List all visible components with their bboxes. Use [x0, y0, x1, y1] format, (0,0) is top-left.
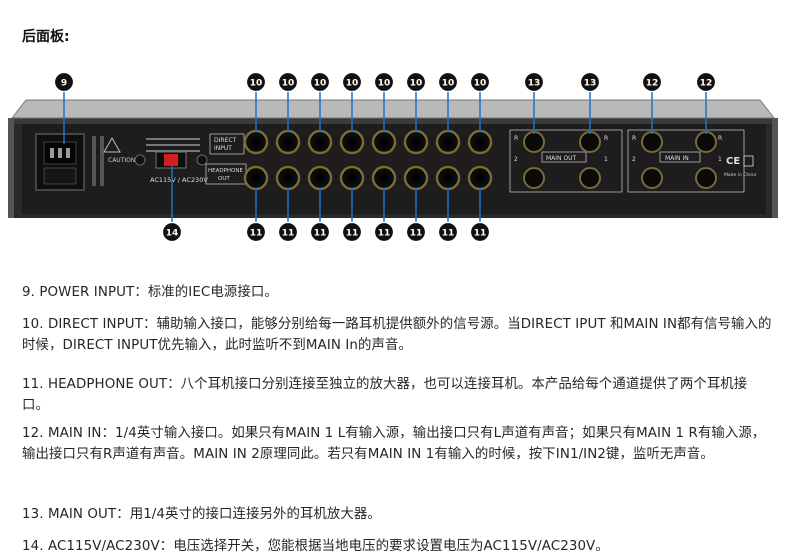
svg-text:CE: CE	[726, 156, 740, 167]
main-out-jack	[523, 131, 545, 153]
callout-badge-11: 11	[277, 221, 299, 243]
description-9: 9. POWER INPUT：标准的IEC电源接口。	[22, 285, 278, 300]
callout-number: 11	[314, 229, 327, 239]
main-out-label: MAIN OUT	[546, 155, 577, 162]
callout-badge-10: 10	[309, 71, 331, 93]
main-in-label: MAIN IN	[665, 155, 689, 162]
svg-text:HEADPHONE: HEADPHONE	[208, 168, 244, 174]
main-out-block: R R 2 1 MAIN OUT	[509, 129, 623, 193]
callout-number: 11	[474, 229, 487, 239]
callout-badge-11: 11	[405, 221, 427, 243]
description-12: 12. MAIN IN：1/4英寸输入接口。如果只有MAIN 1 L有输入源，输…	[22, 426, 766, 462]
callout-badge-9: 9	[53, 71, 75, 93]
callout-number: 9	[61, 79, 67, 89]
main-out-jack	[579, 131, 601, 153]
callout-badge-11: 11	[341, 221, 363, 243]
svg-text:R: R	[632, 135, 636, 142]
callout-number: 11	[442, 229, 455, 239]
callout-badge-10: 10	[277, 71, 299, 93]
callout-badge-10: 10	[341, 71, 363, 93]
main-in-jack	[695, 131, 717, 153]
main-out-jack	[579, 167, 601, 189]
svg-text:INPUT: INPUT	[214, 145, 232, 152]
callout-badge-12: 12	[695, 71, 717, 93]
callout-badge-11: 11	[437, 221, 459, 243]
callout-badge-11: 11	[373, 221, 395, 243]
callout-badge-13: 13	[579, 71, 601, 93]
callout-badge-11: 11	[309, 221, 331, 243]
callout-badge-10: 10	[437, 71, 459, 93]
rear-panel-figure: CAUTION AC115V / AC230V DIRECT INPUT HEA…	[8, 71, 778, 243]
svg-text:2: 2	[632, 156, 636, 163]
voltage-label: AC115V / AC230V	[150, 176, 208, 184]
callout-badge-13: 13	[523, 71, 545, 93]
svg-text:DIRECT: DIRECT	[214, 137, 237, 144]
section-heading: 后面板:	[22, 29, 70, 45]
callout-number: 10	[442, 79, 455, 89]
callout-badge-10: 10	[469, 71, 491, 93]
callout-badge-12: 12	[641, 71, 663, 93]
warning-text-block: CAUTION	[92, 136, 200, 186]
svg-text:R: R	[718, 135, 722, 142]
callout-number: 12	[646, 79, 659, 89]
callout-number: 10	[474, 79, 487, 89]
svg-text:OUT: OUT	[218, 176, 230, 182]
callout-number: 13	[584, 79, 597, 89]
callout-badge-10: 10	[373, 71, 395, 93]
callout-badge-10: 10	[245, 71, 267, 93]
description-10: 10. DIRECT INPUT：辅助输入接口，能够分别给每一路耳机提供额外的信…	[22, 317, 772, 353]
voltage-selector-switch: AC115V / AC230V	[134, 151, 208, 184]
callout-number: 10	[250, 79, 263, 89]
callout-badge-14: 14	[161, 221, 183, 243]
description-14: 14. AC115V/AC230V：电压选择开关，您能根据当地电压的要求设置电压…	[22, 539, 609, 554]
svg-text:R: R	[514, 135, 518, 142]
callout-number: 11	[378, 229, 391, 239]
made-in-label: Made in China	[724, 172, 756, 178]
callout-number: 11	[282, 229, 295, 239]
ce-mark: CE Made in China	[724, 155, 756, 178]
power-input-iec-socket	[35, 133, 85, 191]
callout-number: 10	[410, 79, 423, 89]
main-in-jack	[641, 167, 663, 189]
callout-badge-11: 11	[469, 221, 491, 243]
callout-number: 13	[528, 79, 541, 89]
callout-badge-11: 11	[245, 221, 267, 243]
main-in-jack	[641, 131, 663, 153]
callout-number: 11	[346, 229, 359, 239]
callout-number: 10	[314, 79, 327, 89]
svg-text:1: 1	[718, 156, 722, 163]
callout-number: 11	[410, 229, 423, 239]
main-in-jack	[695, 167, 717, 189]
headphone-out-jack-row	[243, 165, 493, 191]
direct-input-jack-row	[243, 129, 493, 155]
callout-number: 10	[282, 79, 295, 89]
description-11: 11. HEADPHONE OUT：八个耳机接口分别连接至独立的放大器，也可以连…	[22, 377, 748, 413]
callout-number: 11	[250, 229, 263, 239]
callout-number: 10	[378, 79, 391, 89]
main-out-jack	[523, 167, 545, 189]
callout-badge-10: 10	[405, 71, 427, 93]
svg-text:R: R	[604, 135, 608, 142]
chassis-top	[12, 100, 774, 118]
svg-text:2: 2	[514, 156, 518, 163]
description-13: 13. MAIN OUT：用1/4英寸的接口连接另外的耳机放大器。	[22, 507, 381, 522]
callout-number: 10	[346, 79, 359, 89]
callout-number: 12	[700, 79, 713, 89]
svg-text:1: 1	[604, 156, 608, 163]
callout-number: 14	[166, 229, 179, 239]
caution-label: CAUTION	[108, 157, 135, 164]
